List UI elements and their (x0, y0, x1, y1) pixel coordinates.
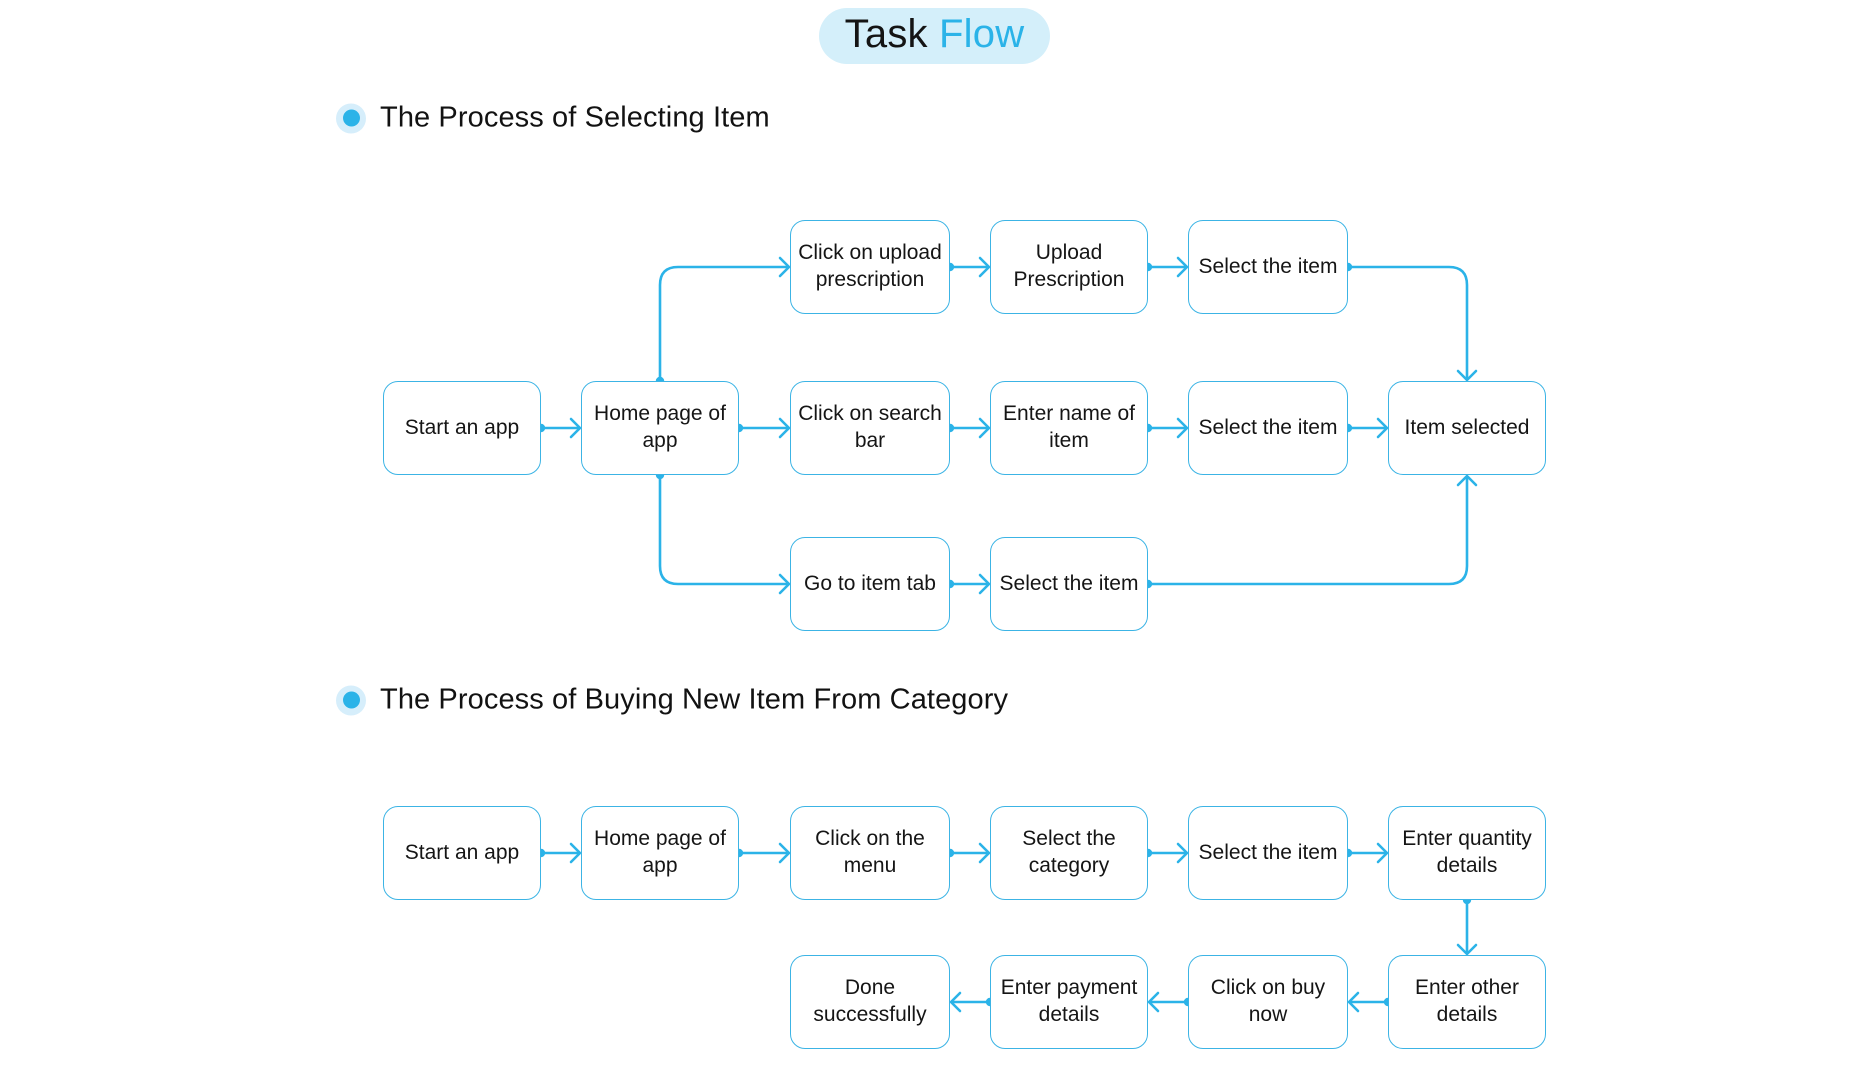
connector-line (658, 475, 788, 586)
connector-arrowhead (778, 573, 791, 595)
flow-node-label: Select the category (1022, 827, 1116, 877)
flow-node-label: Home page of app (594, 827, 726, 877)
flow-node-label: Item selected (1404, 415, 1530, 439)
connector-arrowhead (1347, 991, 1360, 1013)
connector-arrowhead (978, 417, 991, 439)
flow-node-label: Click on search bar (798, 402, 942, 452)
flow-node-s2-select[interactable]: Select the item (1188, 806, 1348, 900)
section-title-buying-new-item: The Process of Buying New Item From Cate… (380, 683, 1009, 716)
page-title: Task Flow (0, 8, 1869, 64)
flow-node-s1-upload-rx[interactable]: Upload Prescription (990, 220, 1148, 314)
flow-node-s1-item-selected[interactable]: Item selected (1388, 381, 1546, 475)
flow-node-label: Select the item (1198, 840, 1338, 864)
flow-node-s1-select-1[interactable]: Select the item (1188, 220, 1348, 314)
flow-node-label: Home page of app (594, 402, 726, 452)
connector-arrowhead (778, 842, 791, 864)
connector-arrowhead (1376, 417, 1389, 439)
flow-node-s1-select-2[interactable]: Select the item (1188, 381, 1348, 475)
flow-node-label: Click on buy now (1210, 976, 1326, 1026)
connector-arrowhead (1176, 842, 1189, 864)
flow-node-s1-enter-name[interactable]: Enter name of item (990, 381, 1148, 475)
flow-node-s2-other[interactable]: Enter other details (1388, 955, 1546, 1049)
flow-node-label: Click on upload prescription (798, 241, 942, 291)
flow-node-label: Select the item (999, 571, 1139, 595)
section-title-selecting-item: The Process of Selecting Item (380, 101, 770, 134)
connector-arrowhead (1147, 991, 1160, 1013)
connector-line (658, 265, 788, 381)
connector-line (1348, 265, 1469, 379)
flow-node-s2-done[interactable]: Done successfully (790, 955, 950, 1049)
flow-node-s2-category[interactable]: Select the category (990, 806, 1148, 900)
section-header-buying-new-item: The Process of Buying New Item From Cate… (336, 684, 1008, 717)
connector-arrowhead (949, 991, 962, 1013)
section-header-selecting-item: The Process of Selecting Item (336, 102, 770, 135)
flow-node-s1-item-tab[interactable]: Go to item tab (790, 537, 950, 631)
flow-node-s2-buy-now[interactable]: Click on buy now (1188, 955, 1348, 1049)
connector-arrowhead (1376, 842, 1389, 864)
connector-arrowhead (978, 842, 991, 864)
flow-node-label: Enter name of item (1003, 402, 1135, 452)
flow-node-label: Start an app (404, 415, 520, 439)
connector-arrowhead (569, 842, 582, 864)
flow-node-s1-select-3[interactable]: Select the item (990, 537, 1148, 631)
connector-arrowhead (978, 256, 991, 278)
flow-node-s1-search[interactable]: Click on search bar (790, 381, 950, 475)
flow-node-s2-quantity[interactable]: Enter quantity details (1388, 806, 1546, 900)
flow-node-s2-payment[interactable]: Enter payment details (990, 955, 1148, 1049)
flow-node-label: Upload Prescription (1013, 241, 1125, 291)
title-word-task: Task (844, 12, 928, 56)
filled-circle-icon (336, 103, 366, 133)
flow-node-s2-home[interactable]: Home page of app (581, 806, 739, 900)
connector-arrowhead (1456, 943, 1478, 956)
flow-node-label: Enter other details (1415, 976, 1519, 1026)
connector-arrowhead (1176, 256, 1189, 278)
flow-node-label: Click on the menu (815, 827, 925, 877)
connector-arrowhead (778, 417, 791, 439)
title-word-flow: Flow (939, 12, 1025, 56)
flow-node-s1-home[interactable]: Home page of app (581, 381, 739, 475)
flow-node-label: Done successfully (813, 976, 927, 1026)
flow-node-label: Enter payment details (1000, 976, 1138, 1026)
connector-arrowhead (1456, 369, 1478, 382)
flow-node-s2-menu[interactable]: Click on the menu (790, 806, 950, 900)
connector-arrowhead (778, 256, 791, 278)
connector-line (1148, 477, 1469, 586)
flow-node-label: Select the item (1198, 254, 1338, 278)
title-pill-background: Task Flow (818, 8, 1051, 64)
flow-node-s1-upload-click[interactable]: Click on upload prescription (790, 220, 950, 314)
connector-arrowhead (978, 573, 991, 595)
flow-node-s1-start[interactable]: Start an app (383, 381, 541, 475)
connector-arrowhead (1176, 417, 1189, 439)
flow-node-label: Enter quantity details (1402, 827, 1532, 877)
connector-arrowhead (1456, 474, 1478, 487)
flow-node-label: Go to item tab (804, 571, 936, 595)
connector-arrowhead (569, 417, 582, 439)
flow-node-s2-start[interactable]: Start an app (383, 806, 541, 900)
flow-node-label: Start an app (404, 840, 520, 864)
flow-node-label: Select the item (1198, 415, 1338, 439)
filled-circle-icon (336, 685, 366, 715)
